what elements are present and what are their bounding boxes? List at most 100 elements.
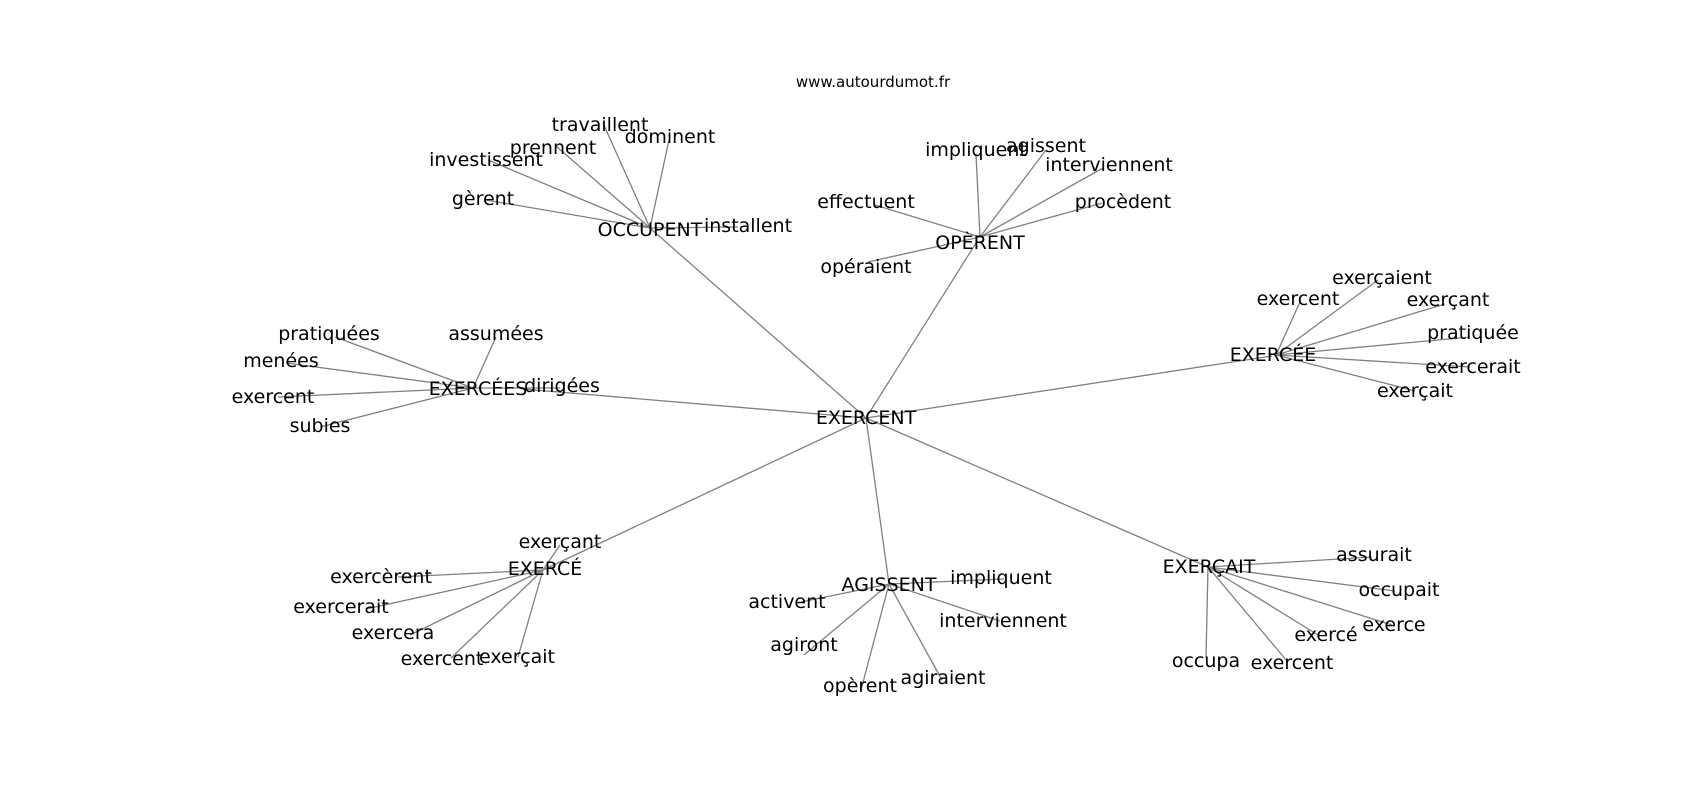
edge bbox=[795, 583, 890, 604]
edge bbox=[1205, 566, 1209, 659]
related-word: assurait bbox=[1336, 544, 1412, 566]
hub-word: EXERCÉE bbox=[1230, 343, 1317, 366]
related-word: investissent bbox=[429, 149, 543, 171]
edge bbox=[649, 139, 670, 229]
edge bbox=[365, 569, 544, 610]
related-word: occupait bbox=[1359, 579, 1440, 601]
source-label: www.autourdumot.fr bbox=[796, 73, 951, 91]
edge bbox=[1207, 566, 1396, 592]
edge bbox=[1275, 336, 1471, 356]
edge bbox=[860, 583, 890, 691]
edge bbox=[1275, 354, 1416, 392]
related-word: menées bbox=[243, 350, 319, 372]
related-word: assumées bbox=[448, 323, 543, 345]
related-word: agiraient bbox=[901, 667, 986, 689]
edge bbox=[1207, 556, 1373, 568]
related-word: exerçant bbox=[1407, 289, 1490, 311]
related-word: gèrent bbox=[452, 188, 514, 210]
edge bbox=[867, 236, 981, 263]
edge bbox=[865, 355, 1273, 419]
hub-word: OCCUPENT bbox=[598, 219, 703, 241]
edge bbox=[865, 417, 1209, 568]
related-word: travaillent bbox=[552, 114, 649, 136]
related-word: exercerait bbox=[1425, 356, 1520, 378]
related-word: pratiquées bbox=[278, 323, 380, 345]
related-word: agiront bbox=[770, 634, 838, 656]
hub-word: AGISSENT bbox=[842, 574, 937, 596]
related-word: exercent bbox=[1257, 288, 1340, 310]
hub-word: EXERCÉ bbox=[508, 557, 583, 580]
edge bbox=[979, 167, 1104, 238]
edge bbox=[979, 149, 1047, 238]
related-word: exerçait bbox=[1377, 380, 1453, 402]
edge bbox=[888, 578, 1005, 585]
edge bbox=[522, 388, 867, 419]
edge bbox=[1275, 301, 1301, 356]
edge bbox=[888, 583, 1001, 622]
related-word: exercera bbox=[352, 622, 435, 644]
edge bbox=[285, 362, 474, 389]
related-word: exercerait bbox=[293, 596, 388, 618]
related-word: exercent bbox=[232, 386, 315, 408]
edge bbox=[555, 145, 651, 229]
edge bbox=[602, 122, 651, 229]
related-word: exerçaient bbox=[1332, 267, 1432, 289]
related-word: interviennent bbox=[939, 610, 1067, 632]
related-word: opèrent bbox=[823, 675, 897, 697]
edge bbox=[979, 202, 1103, 238]
edge bbox=[485, 199, 651, 229]
related-word: opéraient bbox=[820, 256, 911, 278]
related-word: subies bbox=[290, 415, 351, 437]
edge bbox=[409, 569, 544, 636]
edge bbox=[865, 242, 977, 419]
related-word: effectuent bbox=[817, 191, 915, 213]
edge bbox=[1275, 279, 1379, 356]
hub-word: OPÈRENT bbox=[935, 231, 1025, 254]
related-word: prennent bbox=[510, 137, 596, 159]
related-word: occupa bbox=[1172, 650, 1240, 672]
related-word: exerçant bbox=[519, 531, 602, 553]
edge bbox=[1207, 566, 1393, 626]
related-word: activent bbox=[748, 591, 825, 613]
related-word: exerce bbox=[1362, 614, 1425, 636]
edge-layer bbox=[277, 122, 1471, 691]
related-word: agissent bbox=[1006, 135, 1086, 157]
related-word: exercent bbox=[1251, 652, 1334, 674]
hub-word: EXERCÉES bbox=[429, 377, 528, 400]
related-word: impliquent bbox=[925, 139, 1027, 161]
edge bbox=[888, 583, 943, 681]
edge bbox=[542, 544, 561, 571]
related-word: dirigées bbox=[524, 375, 600, 397]
related-word: impliquent bbox=[950, 567, 1052, 589]
edge bbox=[1275, 303, 1446, 356]
center-word: EXERCENT bbox=[816, 407, 917, 429]
related-word: exercèrent bbox=[330, 566, 432, 588]
hub-word: EXERÇAIT bbox=[1163, 556, 1256, 578]
label-layer: EXERCENT OCCUPENT travaillent prennent d… bbox=[232, 114, 1521, 697]
related-word: exerçait bbox=[479, 646, 555, 668]
edge bbox=[975, 153, 981, 238]
edge bbox=[1207, 566, 1319, 636]
related-word: procèdent bbox=[1075, 191, 1171, 213]
edge bbox=[487, 159, 651, 229]
edge bbox=[865, 417, 890, 585]
related-word: exercé bbox=[1294, 624, 1357, 646]
edge bbox=[277, 387, 474, 398]
edge bbox=[1275, 354, 1471, 368]
edge bbox=[450, 569, 544, 659]
edge bbox=[542, 417, 867, 571]
related-word: exercent bbox=[401, 648, 484, 670]
edge bbox=[649, 226, 739, 229]
edge bbox=[803, 583, 890, 656]
edge bbox=[1207, 566, 1288, 662]
related-word: dominent bbox=[625, 126, 716, 148]
edge bbox=[397, 569, 544, 578]
edge bbox=[319, 387, 474, 428]
related-word: installent bbox=[704, 215, 792, 237]
related-word: pratiquée bbox=[1427, 322, 1519, 344]
edge bbox=[517, 569, 544, 658]
related-word: interviennent bbox=[1045, 154, 1173, 176]
edge bbox=[334, 336, 474, 389]
edge bbox=[649, 227, 867, 419]
